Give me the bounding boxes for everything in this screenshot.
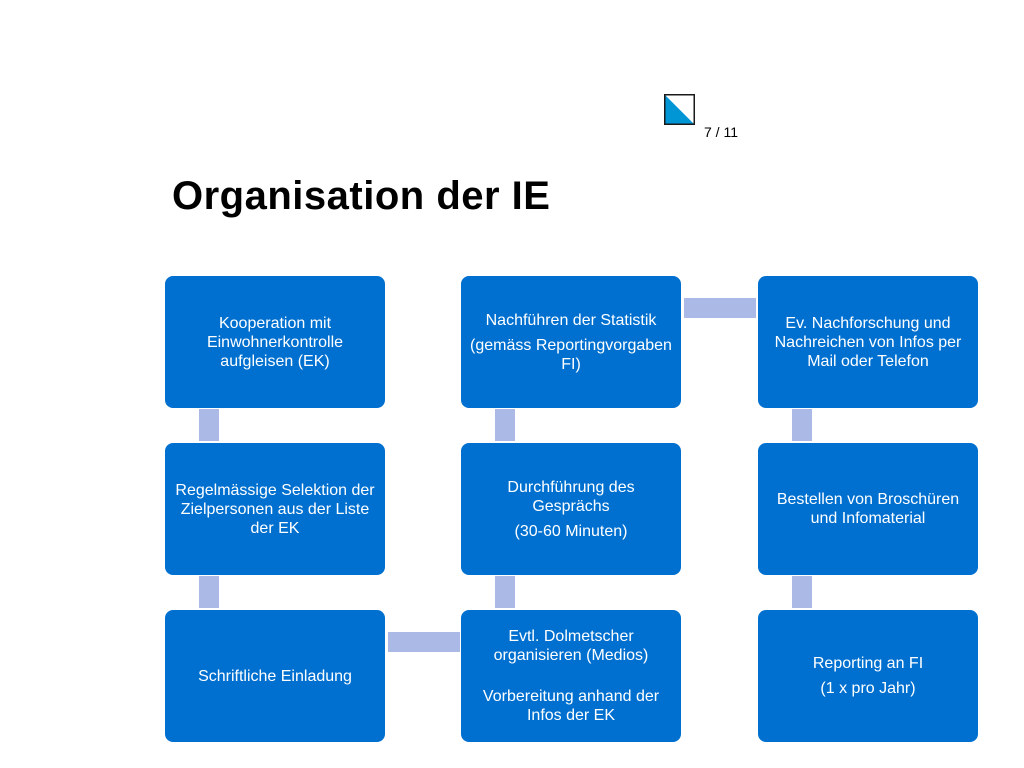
step-nachfuehren-statistik: Nachführen der Statistik (gemäss Reporti… — [461, 276, 681, 408]
step-text: Nachführen der Statistik — [485, 311, 657, 329]
step-reporting-fi: Reporting an FI (1 x pro Jahr) — [758, 610, 978, 742]
step-schriftliche-einladung: Schriftliche Einladung — [165, 610, 385, 742]
step-text: Reporting an FI — [812, 655, 924, 672]
step-dolmetscher-vorbereitung: Evtl. Dolmetscher organisieren (Medios) … — [461, 610, 681, 742]
step-subtext: (30-60 Minuten) — [514, 522, 628, 540]
step-text: Regelmässige Selektion der Zielpersonen … — [175, 481, 375, 537]
page-number: 7 / 11 — [704, 124, 738, 140]
step-text: Kooperation mit Einwohnerkontrolle aufgl… — [206, 314, 344, 370]
connector-col1-1-2 — [199, 409, 219, 441]
step-selektion-zielpersonen: Regelmässige Selektion der Zielpersonen … — [165, 443, 385, 575]
step-subtext: Vorbereitung anhand der Infos der EK — [482, 688, 660, 724]
step-kooperation-ek: Kooperation mit Einwohnerkontrolle aufgl… — [165, 276, 385, 408]
connector-col3-2-3 — [792, 576, 812, 608]
step-nachforschung: Ev. Nachforschung und Nachreichen von In… — [758, 276, 978, 408]
slide-title: Organisation der IE — [172, 174, 551, 218]
connector-col1-col2-bottom — [388, 632, 460, 652]
connector-col2-1-2 — [495, 409, 515, 441]
step-text: Evtl. Dolmetscher organisieren (Medios) — [493, 628, 649, 664]
step-durchfuehrung-gespraech: Durchführung des Gesprächs (30-60 Minute… — [461, 443, 681, 575]
step-subtext: (gemäss Reportingvorgaben FI) — [470, 336, 672, 373]
step-bestellen-broschueren: Bestellen von Broschüren und Infomateria… — [758, 443, 978, 575]
step-text: Bestellen von Broschüren und Infomateria… — [776, 491, 960, 527]
step-text: Schriftliche Einladung — [198, 667, 352, 685]
connector-col2-2-3 — [495, 576, 515, 608]
step-text: Ev. Nachforschung und Nachreichen von In… — [774, 314, 962, 370]
step-subtext: (1 x pro Jahr) — [820, 680, 916, 697]
connector-col1-2-3 — [199, 576, 219, 608]
step-text: Durchführung des Gesprächs — [507, 478, 635, 515]
canton-zurich-logo — [664, 94, 695, 125]
connector-col3-1-2 — [792, 409, 812, 441]
connector-col2-col3-top — [684, 298, 756, 318]
